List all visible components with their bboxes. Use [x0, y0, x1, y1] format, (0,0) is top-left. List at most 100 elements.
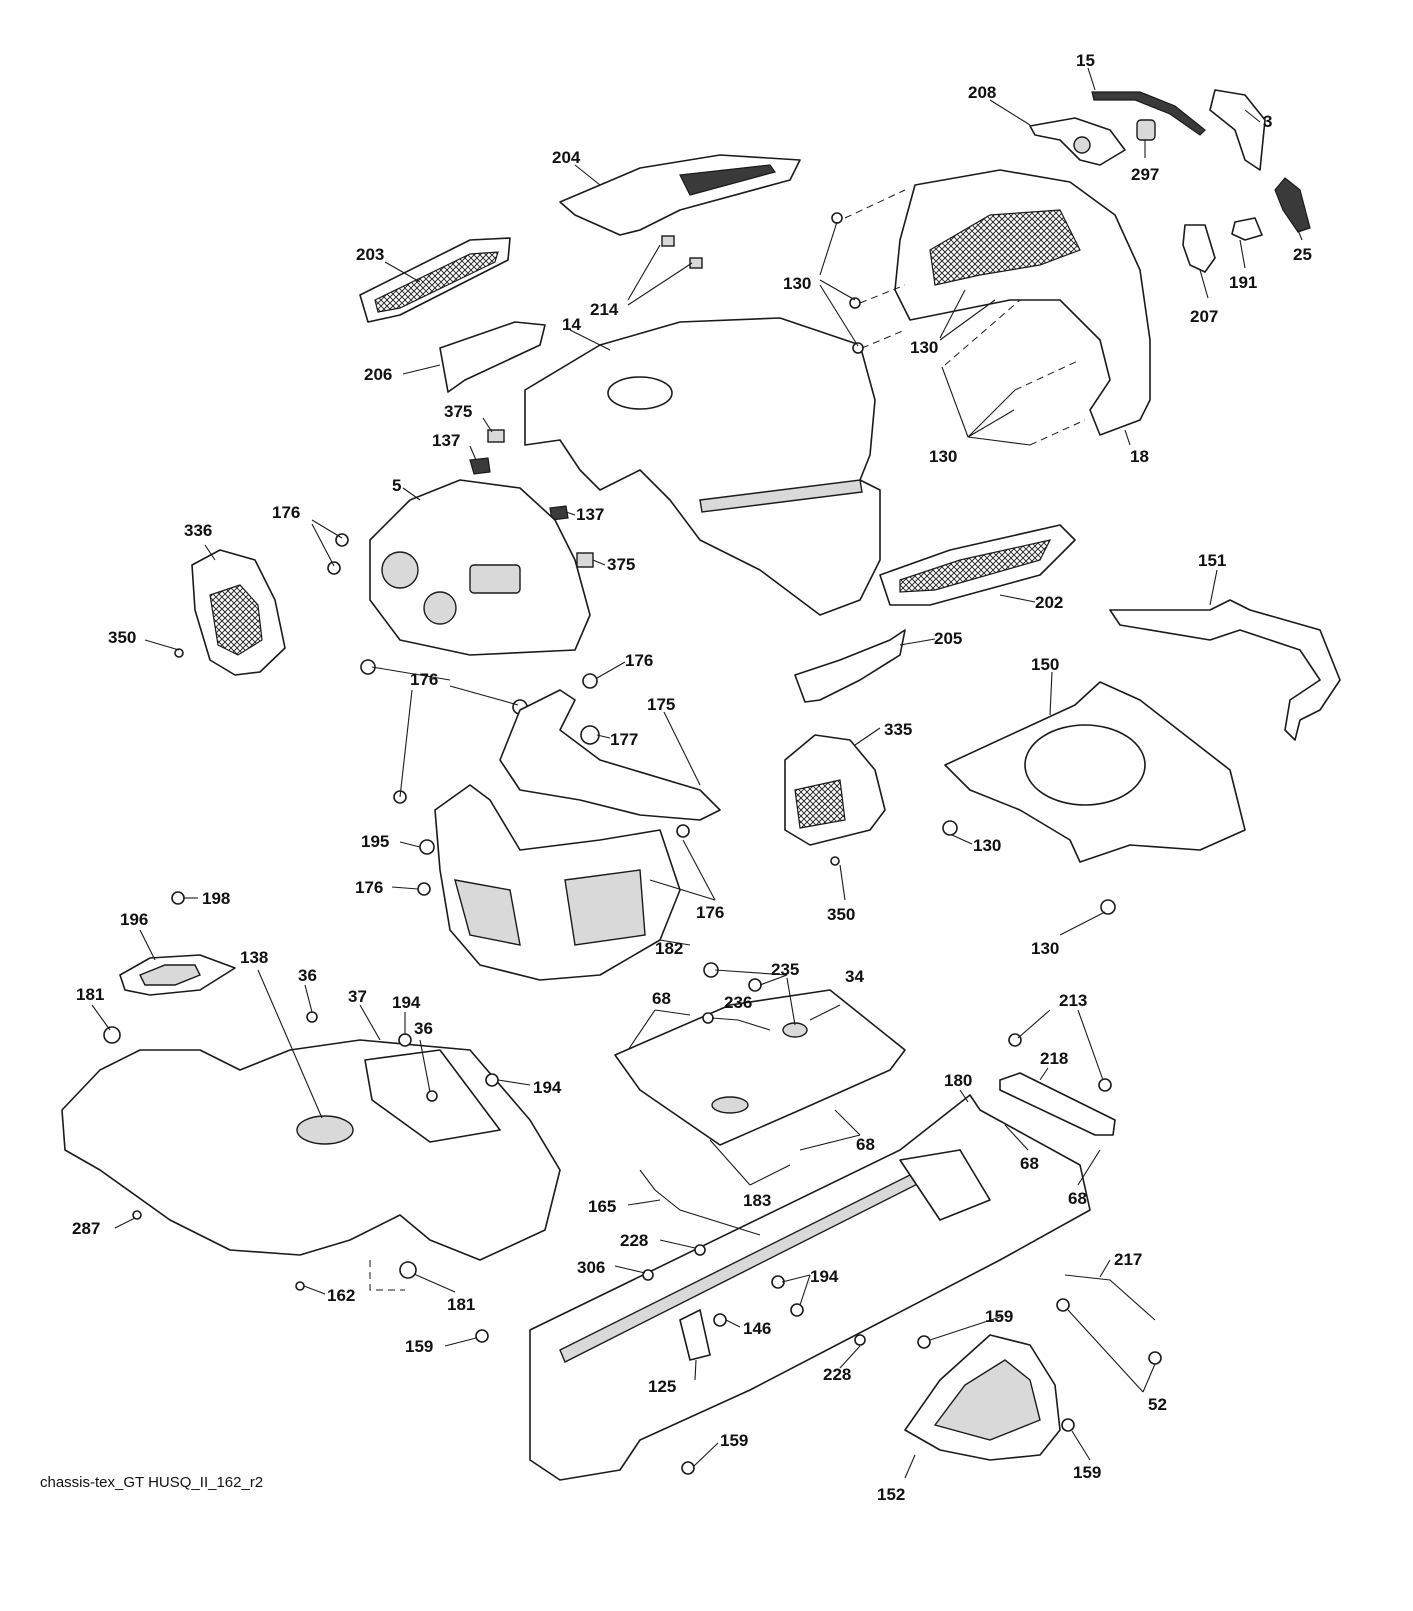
callout-218: 218 — [1040, 1049, 1068, 1068]
part-217-rod — [1064, 1274, 1156, 1321]
part-287-screw — [132, 1210, 142, 1220]
part-159-bolt-d — [681, 1461, 695, 1475]
part-208-lens — [1073, 136, 1091, 154]
part-182-window-right — [564, 869, 646, 946]
callout-217: 217 — [1114, 1250, 1142, 1269]
callout-3: 3 — [1263, 112, 1272, 131]
callout-206: 206 — [364, 365, 392, 384]
part-34-hole-a — [782, 1022, 808, 1038]
callout-159-b: 159 — [985, 1307, 1013, 1326]
callout-125: 125 — [648, 1377, 676, 1396]
callout-25: 25 — [1293, 245, 1312, 264]
callout-375-b: 375 — [607, 555, 635, 574]
part-159-bolt-c — [475, 1329, 489, 1343]
part-159-bolt-a — [917, 1335, 931, 1349]
part-236-spacer — [702, 1012, 714, 1024]
part-175-bracket — [499, 689, 721, 821]
callout-36-a: 36 — [298, 966, 317, 985]
callout-196: 196 — [120, 910, 148, 929]
callout-34: 34 — [845, 967, 864, 986]
callout-180: 180 — [944, 1071, 972, 1090]
callout-306: 306 — [577, 1258, 605, 1277]
part-228-bolt-b — [854, 1334, 866, 1346]
callout-350-a: 350 — [108, 628, 136, 647]
callout-150: 150 — [1031, 655, 1059, 674]
part-137-clip-a — [469, 457, 491, 475]
part-191-bracket — [1231, 217, 1263, 241]
callout-214: 214 — [590, 300, 619, 319]
part-198-cap — [171, 891, 185, 905]
callout-68-c: 68 — [1020, 1154, 1039, 1173]
part-228-bolt-a — [694, 1244, 706, 1256]
part-214-clip-b — [689, 257, 703, 269]
part-146-bushing — [713, 1313, 727, 1327]
part-130-bolt-c — [831, 212, 843, 224]
part-375-pad-b — [576, 552, 594, 568]
callout-130-b: 130 — [910, 338, 938, 357]
part-206-insert — [439, 321, 546, 393]
part-176-bolt-a — [335, 533, 349, 547]
callout-335: 335 — [884, 720, 912, 739]
part-181-pushnut-b — [399, 1261, 417, 1279]
part-375-pad-a — [487, 429, 505, 443]
callout-130-d: 130 — [973, 836, 1001, 855]
callout-151: 151 — [1198, 551, 1226, 570]
callout-195: 195 — [361, 832, 389, 851]
part-52-nut-a — [1056, 1298, 1070, 1312]
callout-181-a: 181 — [76, 985, 104, 1004]
callout-159-c: 159 — [720, 1431, 748, 1450]
part-213-bolt-a — [1008, 1033, 1022, 1047]
callout-18: 18 — [1130, 447, 1149, 466]
callout-68-a: 68 — [652, 989, 671, 1008]
callout-165: 165 — [588, 1197, 616, 1216]
part-350-screw-b — [830, 856, 840, 866]
part-177-knob — [580, 725, 600, 745]
callout-36-b: 36 — [414, 1019, 433, 1038]
callout-194-c: 194 — [810, 1267, 839, 1286]
callout-159-a: 159 — [405, 1337, 433, 1356]
callout-130-c: 130 — [929, 447, 957, 466]
part-207-headlight — [1182, 224, 1216, 273]
callout-297: 297 — [1131, 165, 1159, 184]
part-350-screw-a — [174, 648, 184, 658]
callout-203: 203 — [356, 245, 384, 264]
part-176-bolt-f — [417, 882, 431, 896]
callout-176-d: 176 — [355, 878, 383, 897]
part-336-mesh — [209, 584, 263, 656]
callout-137-a: 137 — [432, 431, 460, 450]
callout-130-e: 130 — [1031, 939, 1059, 958]
part-130-bolt-e — [852, 342, 864, 354]
part-15-trim-strip — [1091, 91, 1206, 136]
callout-198: 198 — [202, 889, 230, 908]
callout-235: 235 — [771, 960, 799, 979]
callout-236: 236 — [724, 993, 752, 1012]
part-205-trim — [794, 629, 906, 703]
callout-176-c: 176 — [410, 670, 438, 689]
part-297-clip — [1136, 119, 1156, 141]
callout-182: 182 — [655, 939, 683, 958]
diagram-caption: chassis-tex_GT HUSQ_II_162_r2 — [40, 1474, 263, 1491]
part-195-knob — [419, 839, 435, 855]
part-130-bolt-a — [942, 820, 958, 836]
callout-205: 205 — [934, 629, 962, 648]
callout-176-a: 176 — [272, 503, 300, 522]
part-52-nut-b — [1148, 1351, 1162, 1365]
callout-138: 138 — [240, 948, 268, 967]
part-25-lens-cover — [1274, 177, 1311, 233]
callout-191: 191 — [1229, 273, 1257, 292]
callout-14: 14 — [562, 315, 581, 334]
callout-228-a: 228 — [620, 1231, 648, 1250]
part-180-cross-member — [899, 1149, 991, 1221]
callout-194-a: 194 — [392, 993, 421, 1012]
callout-68-d: 68 — [1068, 1189, 1087, 1208]
part-34-hole-b — [711, 1096, 749, 1114]
part-3-side-panel — [1209, 89, 1266, 171]
part-36-bolt-b — [426, 1090, 438, 1102]
part-306-nut — [642, 1269, 654, 1281]
callout-146: 146 — [743, 1319, 771, 1338]
callout-183: 183 — [743, 1191, 771, 1210]
part-213-bolt-b — [1098, 1078, 1112, 1092]
callout-176-b: 176 — [625, 651, 653, 670]
part-204-vents — [679, 164, 776, 196]
